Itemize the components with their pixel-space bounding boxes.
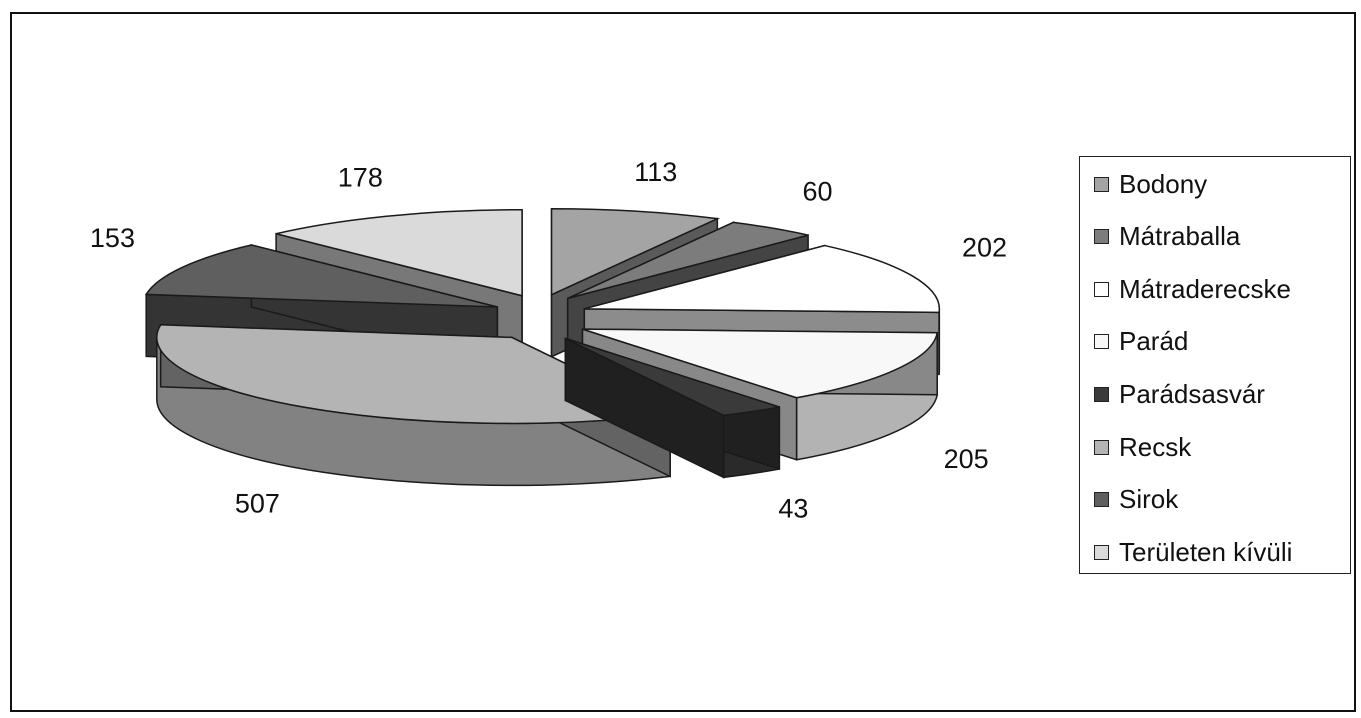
- legend-label: Parád: [1119, 326, 1189, 357]
- slice-top-par-dsasv-r: [564, 337, 780, 417]
- legend-swatch: [1094, 386, 1109, 402]
- data-label-bodony: 113: [634, 157, 677, 187]
- slice-top-bodony: [550, 207, 721, 296]
- data-label-m-traballa: 60: [803, 177, 833, 207]
- legend-label: Bodony: [1119, 168, 1208, 199]
- slice-top-ter-leten-k-v-li: [275, 208, 523, 297]
- slice-top-m-traballa: [567, 221, 809, 300]
- slice-top-recsk: [156, 324, 673, 425]
- slice-top-m-traderecske: [584, 244, 941, 314]
- data-label-sirok: 153: [90, 223, 135, 253]
- legend-swatch: [1094, 334, 1109, 350]
- legend-label: Recsk: [1119, 431, 1192, 462]
- legend-swatch: [1094, 492, 1109, 508]
- legend-swatch: [1094, 544, 1109, 560]
- legend-swatch: [1094, 439, 1109, 455]
- legend-label: Területen kívüli: [1119, 536, 1293, 567]
- legend-label: Mátraballa: [1119, 221, 1241, 252]
- legend-item-recsk: Recsk: [1094, 430, 1191, 464]
- slice-par-dsasv-r: [564, 337, 781, 479]
- slice-recsk: [156, 324, 673, 487]
- legend-swatch: [1094, 281, 1109, 297]
- legend-item-bodony: Bodony: [1094, 167, 1207, 201]
- legend-swatch: [1094, 176, 1109, 192]
- data-label-par-d: 205: [944, 444, 989, 474]
- data-label-ter-leten-k-v-li: 178: [338, 162, 383, 192]
- legend-swatch: [1094, 229, 1109, 245]
- legend-item-par-d: Parád: [1094, 325, 1188, 359]
- slice-top-sirok: [144, 244, 498, 308]
- data-label-m-traderecske: 202: [962, 233, 1007, 263]
- legend-label: Sirok: [1119, 484, 1179, 515]
- legend-item-par-dsasv-r: Parádsasvár: [1094, 377, 1265, 411]
- slice-top-par-d: [582, 328, 939, 399]
- legend-item-m-traderecske: Mátraderecske: [1094, 272, 1291, 306]
- legend-label: Mátraderecske: [1119, 273, 1291, 304]
- legend-item-m-traballa: Mátraballa: [1094, 220, 1240, 254]
- legend-item-ter-leten-k-v-li: Területen kívüli: [1094, 535, 1292, 569]
- data-label-par-dsasv-r: 43: [778, 494, 808, 524]
- legend-item-sirok: Sirok: [1094, 483, 1178, 517]
- data-label-recsk: 507: [235, 488, 280, 518]
- legend-label: Parádsasvár: [1119, 378, 1265, 409]
